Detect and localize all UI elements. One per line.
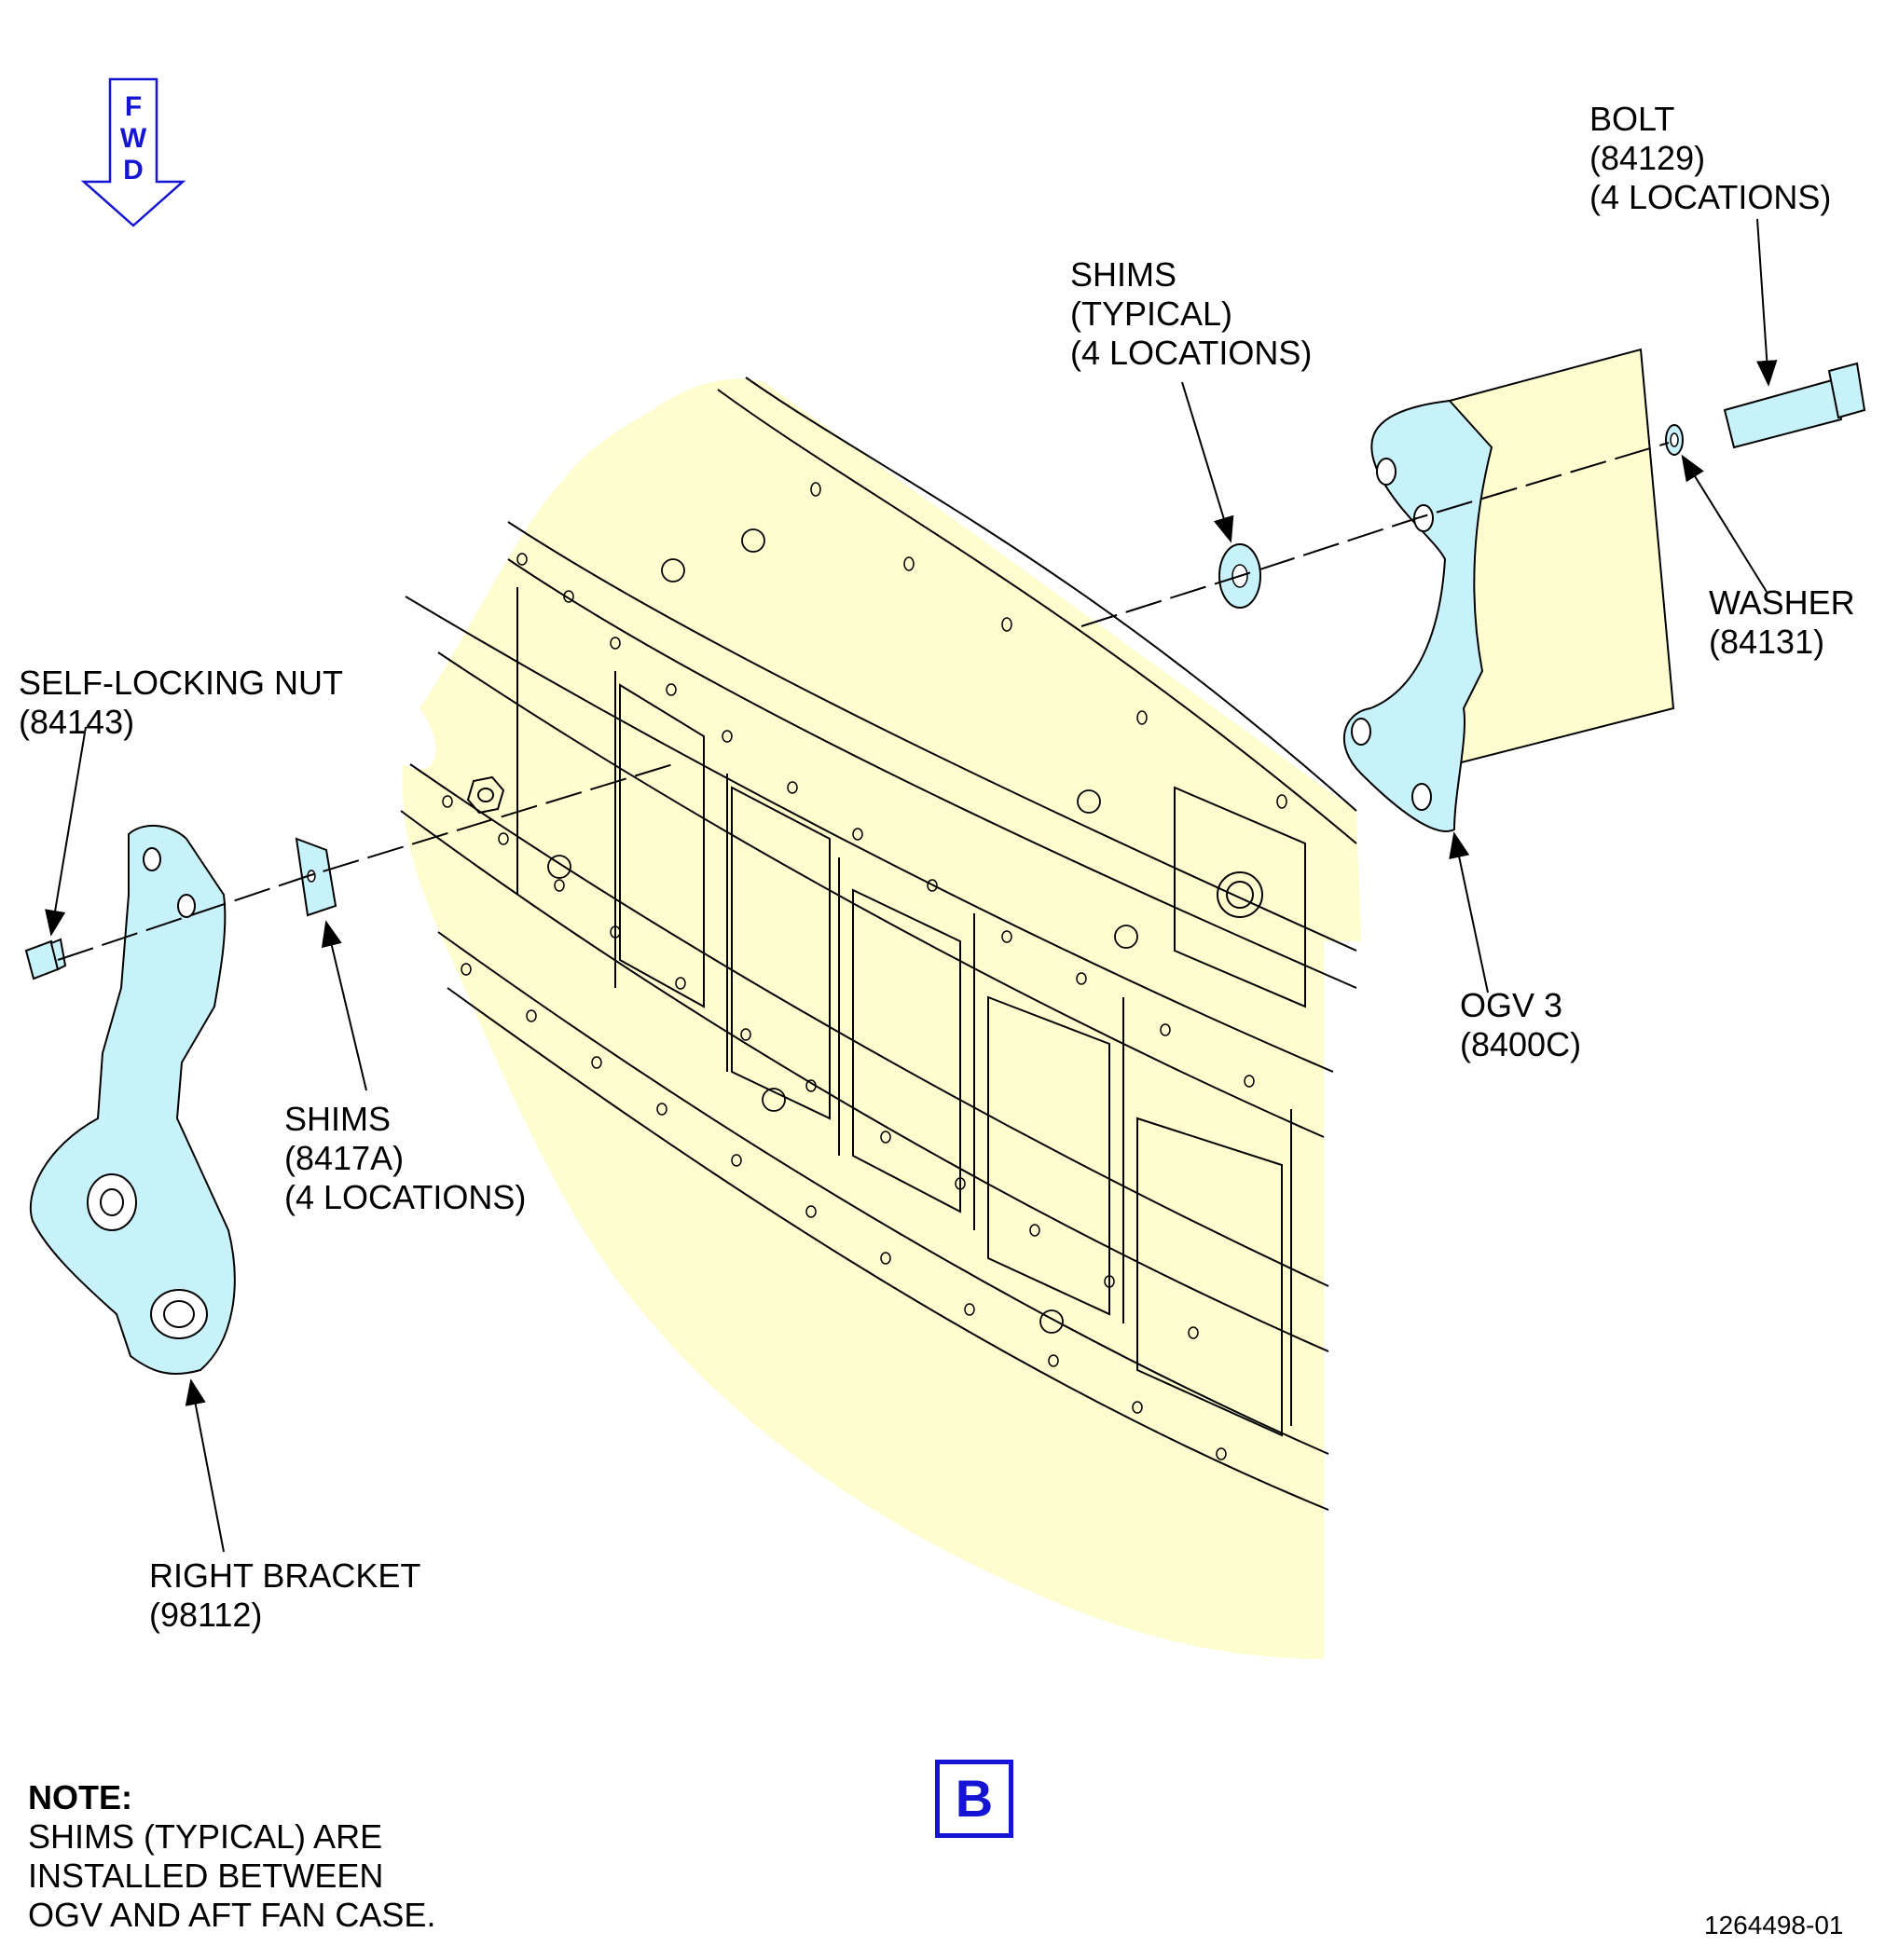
fwd-letter-w: W <box>119 123 147 154</box>
washer-part <box>1665 424 1684 456</box>
label-washer: WASHER (84131) <box>1709 583 1855 661</box>
label-shims-8417a: SHIMS (8417A) (4 LOCATIONS) <box>284 1100 527 1216</box>
fwd-letter-f: F <box>124 91 143 122</box>
shim-8417a-part <box>295 837 337 917</box>
figure-number: 1264498-01 <box>1704 1911 1844 1939</box>
self-locking-nut-part <box>24 938 67 980</box>
note-line: SHIMS (TYPICAL) ARE <box>28 1817 383 1856</box>
note-line: INSTALLED BETWEEN <box>28 1857 384 1895</box>
note-block: NOTE: SHIMS (TYPICAL) ARE INSTALLED BETW… <box>28 1778 435 1935</box>
note-line: OGV AND AFT FAN CASE. <box>28 1896 436 1934</box>
label-shims-typical: SHIMS (TYPICAL) (4 LOCATIONS) <box>1070 255 1313 372</box>
label-right-bracket: RIGHT BRACKET (98112) <box>149 1556 421 1634</box>
nut-plates <box>547 528 1138 1334</box>
fwd-arrow-icon <box>80 77 186 227</box>
bolt-part <box>1723 362 1866 449</box>
fwd-letter-d: D <box>123 155 144 185</box>
leader-lines <box>45 218 1778 1553</box>
label-bolt: BOLT (84129) (4 LOCATIONS) <box>1589 100 1832 216</box>
assembly-centerlines <box>57 442 1670 961</box>
flange-holes <box>442 482 1287 1460</box>
flange-nut-icon <box>466 775 505 815</box>
view-label-badge: B <box>935 1760 1013 1838</box>
ogv3-part <box>1343 348 1675 832</box>
note-title: NOTE: <box>28 1778 132 1816</box>
aft-fan-case-area <box>402 378 1362 1659</box>
label-ogv3: OGV 3 (8400C) <box>1460 986 1582 1063</box>
right-bracket-part <box>29 824 236 1376</box>
fan-case-structure <box>400 377 1357 1511</box>
label-self-locking-nut: SELF-LOCKING NUT (84143) <box>19 664 344 741</box>
